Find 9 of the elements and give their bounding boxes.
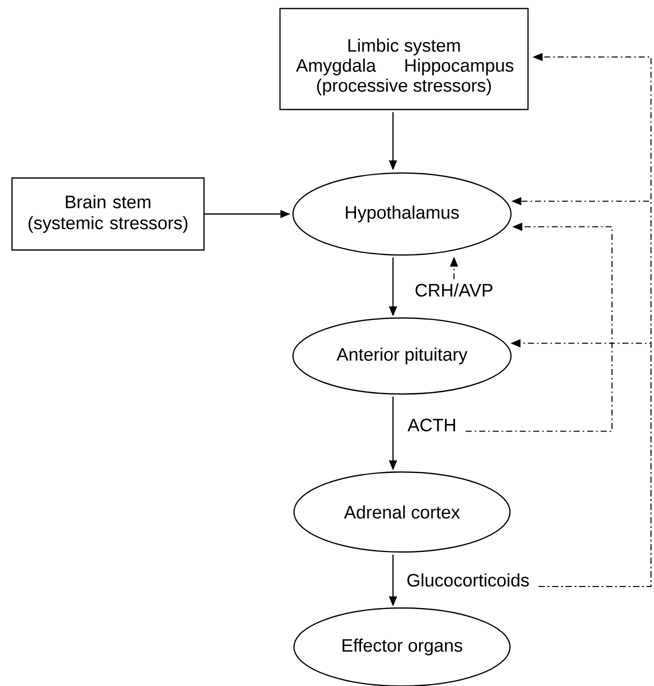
hormone-label: Glucocorticoids	[407, 573, 529, 587]
hormone-label: ACTH	[408, 418, 456, 432]
labeled-box: Limbic system Amygdala Hippocampus (processive stressors)	[279, 8, 529, 110]
labeled-box: Brain stem (systemic stressors)	[11, 177, 205, 251]
arrow	[465, 222, 612, 432]
ellipse-node: Adrenal cortex	[293, 471, 511, 553]
ellipse-node: Anterior pituitary	[292, 317, 512, 395]
ellipse-node: Hypothalamus	[292, 172, 512, 256]
hormone-label: CRH/AVP	[416, 283, 492, 297]
